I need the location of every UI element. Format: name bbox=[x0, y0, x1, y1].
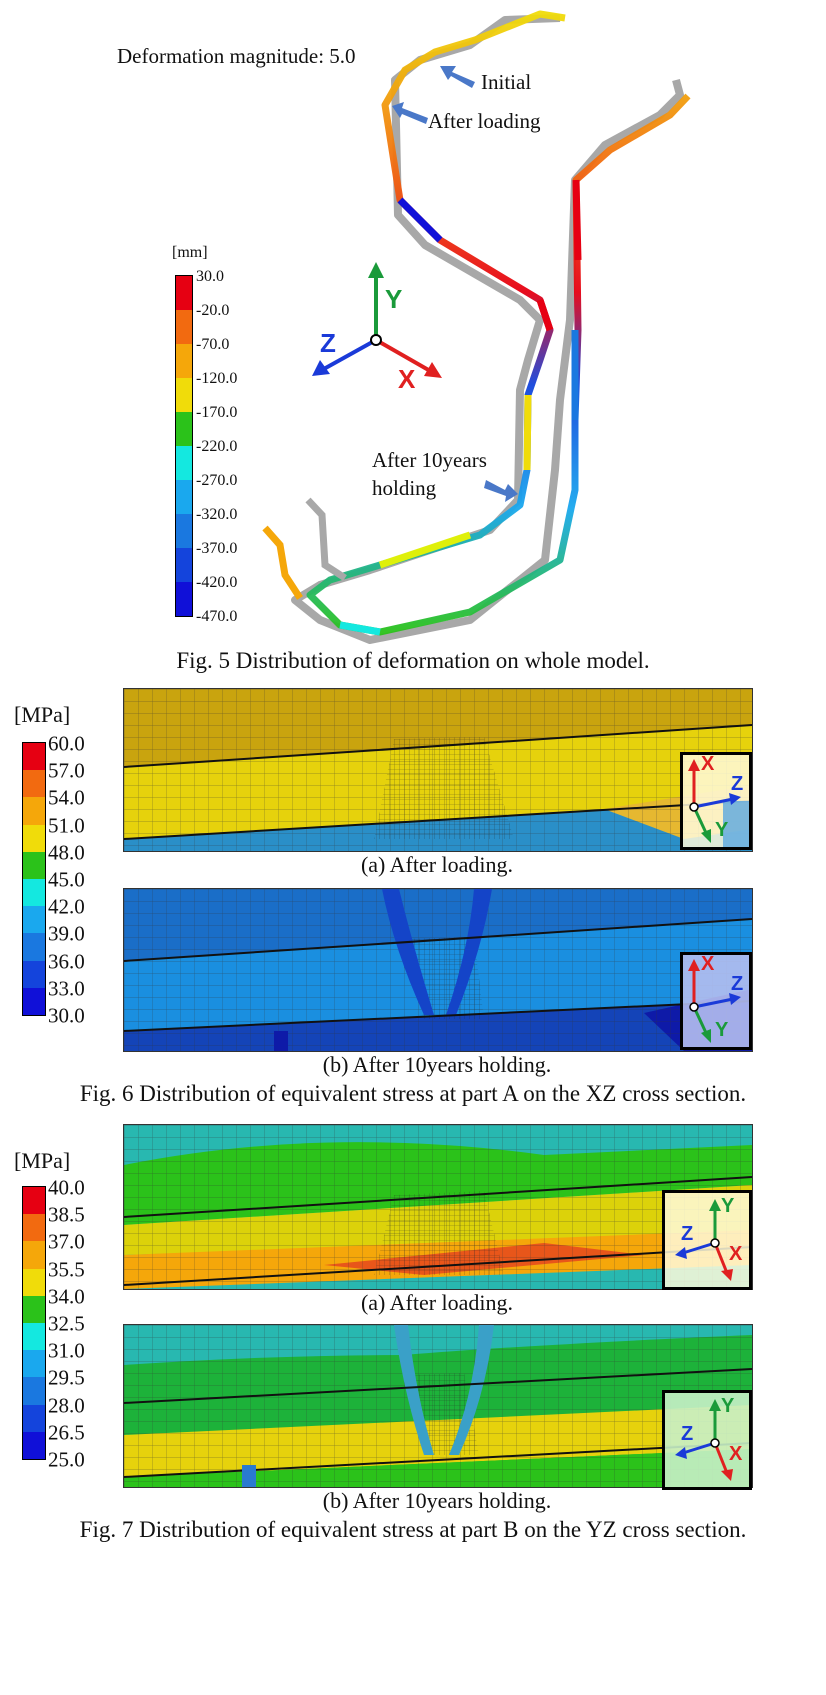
colorbar-unit-mpa-fig7: [MPa] bbox=[14, 1148, 71, 1173]
tick-label: 30.0 bbox=[48, 1003, 85, 1028]
tick-label: 60.0 bbox=[48, 731, 85, 756]
fig6-sub-a: (a) After loading. bbox=[360, 852, 514, 877]
triad-label-z: Z bbox=[681, 1223, 694, 1245]
fig7-panel-a bbox=[123, 1124, 753, 1290]
deformation-magnitude-label: Deformation magnitude: 5.0 bbox=[117, 44, 356, 68]
arrow-after-holding bbox=[484, 480, 518, 502]
annot-after-holding-line1: After 10years bbox=[372, 448, 487, 472]
triad-label-x: X bbox=[729, 1243, 743, 1265]
tick-label: 35.5 bbox=[48, 1257, 85, 1282]
tick-label: 39.0 bbox=[48, 921, 85, 946]
fig7-caption: Fig. 7 Distribution of equivalent stress… bbox=[79, 1517, 747, 1542]
pipe-model-drawing bbox=[262, 10, 691, 644]
tick-label: -70.0 bbox=[196, 336, 230, 353]
arrow-initial bbox=[440, 66, 475, 88]
fig7-triad-a: Y Z X bbox=[662, 1190, 752, 1290]
triad-label-z: Z bbox=[681, 1423, 694, 1445]
fig6-triad-b: X Z Y bbox=[680, 952, 752, 1050]
fig6-panel-b bbox=[123, 888, 753, 1052]
tick-label: 31.0 bbox=[48, 1338, 85, 1363]
fig6-panel-a bbox=[123, 688, 753, 852]
tick-label: 36.0 bbox=[48, 949, 85, 974]
axis-label-y: Y bbox=[385, 284, 403, 314]
tick-label: -20.0 bbox=[196, 302, 230, 319]
axis-label-x: X bbox=[398, 364, 416, 394]
triad-label-x: X bbox=[729, 1443, 743, 1465]
tick-label: 48.0 bbox=[48, 840, 85, 865]
triad-label-y: Y bbox=[715, 1019, 729, 1041]
tick-label: 30.0 bbox=[196, 268, 224, 285]
tick-label: -420.0 bbox=[196, 574, 238, 591]
colorbar-fig5 bbox=[175, 275, 193, 617]
tick-label: -120.0 bbox=[196, 370, 238, 387]
xyz-triad-fig5 bbox=[312, 262, 442, 378]
tick-label: 26.5 bbox=[48, 1420, 85, 1445]
fig7-sub-a: (a) After loading. bbox=[360, 1290, 514, 1315]
tick-label: 28.0 bbox=[48, 1393, 85, 1418]
fig5-caption: Fig. 5 Distribution of deformation on wh… bbox=[176, 648, 650, 673]
fig7-triad-b: Y Z X bbox=[662, 1390, 752, 1490]
axis-label-z: Z bbox=[320, 328, 336, 358]
tick-label: 45.0 bbox=[48, 867, 85, 892]
tick-label: -370.0 bbox=[196, 540, 238, 557]
tick-label: 29.5 bbox=[48, 1365, 85, 1390]
tick-label: 54.0 bbox=[48, 785, 85, 810]
colorbar-fig6 bbox=[22, 742, 46, 1016]
triad-label-z: Z bbox=[731, 973, 744, 995]
tick-label: 38.5 bbox=[48, 1202, 85, 1227]
fig6-triad-a: X Z Y bbox=[680, 752, 752, 850]
triad-label-x: X bbox=[701, 953, 715, 975]
tick-label: -170.0 bbox=[196, 404, 238, 421]
triad-label-y: Y bbox=[721, 1395, 735, 1417]
tick-label: 51.0 bbox=[48, 813, 85, 838]
annot-after-loading: After loading bbox=[428, 109, 541, 133]
tick-label: 57.0 bbox=[48, 758, 85, 783]
tick-label: 34.0 bbox=[48, 1284, 85, 1309]
fig6-sub-b: (b) After 10years holding. bbox=[322, 1052, 552, 1077]
tick-label: 40.0 bbox=[48, 1175, 85, 1200]
tick-label: 32.5 bbox=[48, 1311, 85, 1336]
tick-label: 37.0 bbox=[48, 1229, 85, 1254]
triad-label-y: Y bbox=[715, 819, 729, 841]
colorbar-fig7 bbox=[22, 1186, 46, 1460]
tick-label: -270.0 bbox=[196, 472, 238, 489]
arrow-after-loading bbox=[392, 102, 428, 124]
tick-label: 25.0 bbox=[48, 1447, 85, 1472]
annot-after-holding-line2: holding bbox=[372, 476, 437, 500]
tick-label: -220.0 bbox=[196, 438, 238, 455]
deformed-pipe bbox=[306, 10, 691, 636]
tick-label: -470.0 bbox=[196, 608, 238, 625]
tick-label: 33.0 bbox=[48, 976, 85, 1001]
tick-label: 42.0 bbox=[48, 894, 85, 919]
fig7-sub-b: (b) After 10years holding. bbox=[322, 1488, 552, 1513]
fig7-panel-b bbox=[123, 1324, 753, 1488]
tick-label: -320.0 bbox=[196, 506, 238, 523]
triad-label-y: Y bbox=[721, 1195, 735, 1217]
annot-initial: Initial bbox=[481, 70, 532, 94]
colorbar-unit-mpa-fig6: [MPa] bbox=[14, 702, 71, 727]
triad-label-z: Z bbox=[731, 773, 744, 795]
fig6-caption: Fig. 6 Distribution of equivalent stress… bbox=[79, 1081, 747, 1106]
colorbar-unit-mm: [mm] bbox=[172, 244, 208, 261]
triad-label-x: X bbox=[701, 753, 715, 775]
